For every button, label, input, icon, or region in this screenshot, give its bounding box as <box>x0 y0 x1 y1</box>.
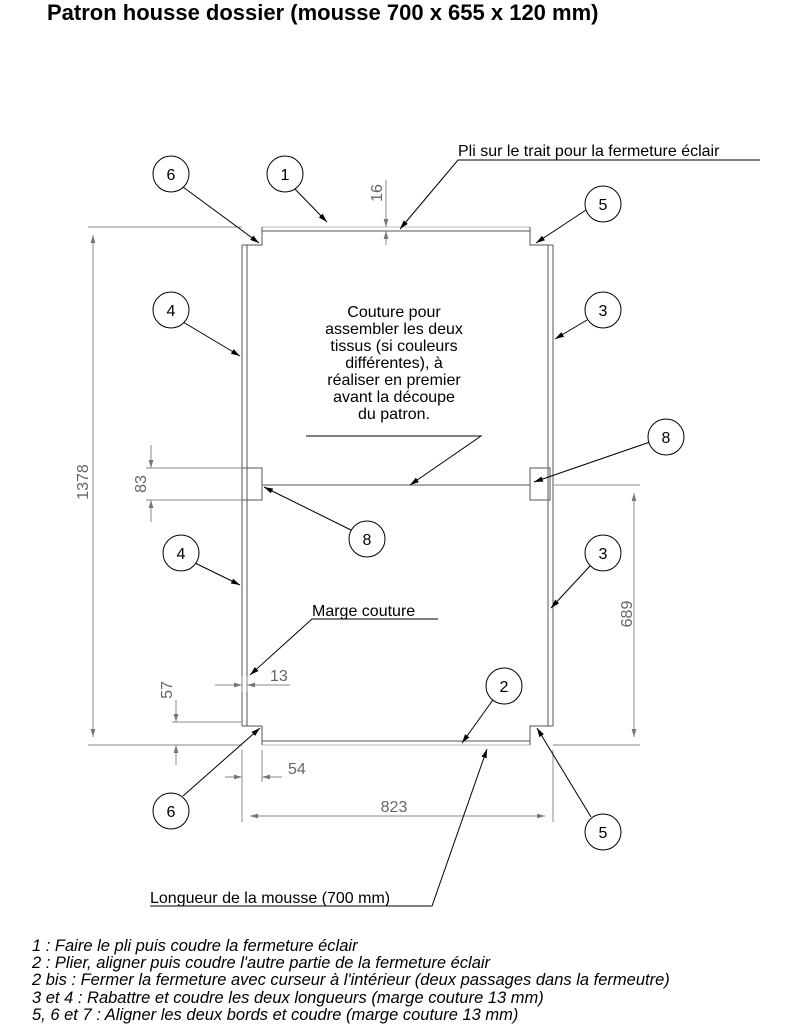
dim-seam: 13 <box>270 668 288 685</box>
pattern-outline <box>241 226 554 746</box>
callout-4b <box>162 534 200 572</box>
callout-4a-number: 4 <box>167 303 176 320</box>
callout-3b <box>584 534 622 572</box>
callout-3a <box>584 291 622 329</box>
callout-1-number: 1 <box>281 167 290 184</box>
callouts <box>152 155 685 851</box>
callout-numbers: 6 1 5 4 3 8 8 4 3 2 6 5 <box>167 167 671 842</box>
callout-3b-number: 3 <box>599 546 608 563</box>
callout-8b <box>348 520 386 558</box>
callout-2 <box>485 667 523 705</box>
center-note-line: différentes), à <box>345 355 443 372</box>
dim-height-total: 1378 <box>75 464 92 500</box>
dim-corner-h: 54 <box>288 761 306 778</box>
center-note: Couture pour assembler les deux tissus (… <box>325 304 463 423</box>
dim-width: 823 <box>381 799 408 816</box>
callout-8a-number: 8 <box>662 430 671 447</box>
center-note-line: du patron. <box>358 406 430 423</box>
leader-lines <box>150 159 760 907</box>
fold-label: Pli sur le trait pour la fermeture éclai… <box>458 143 720 160</box>
callout-1 <box>266 155 304 193</box>
instructions-list: 1 : Faire le pli puis coudre la fermetur… <box>32 937 670 1024</box>
callout-6b <box>152 792 190 830</box>
instruction-item: 5, 6 et 7 : Aligner les deux bords et co… <box>32 1005 519 1024</box>
center-note-line: assembler les deux <box>325 321 463 338</box>
callout-6a <box>152 155 190 193</box>
seam-allowance-label: Marge couture <box>312 603 415 620</box>
dim-half-height: 689 <box>619 601 636 628</box>
center-note-line: Couture pour <box>347 304 441 321</box>
callout-8a <box>647 418 685 456</box>
callout-5b <box>584 813 622 851</box>
callout-8b-number: 8 <box>363 532 372 549</box>
callout-6b-number: 6 <box>167 804 176 821</box>
callout-5a <box>584 185 622 223</box>
center-note-line: avant la découpe <box>333 389 455 406</box>
center-note-line: tissus (si couleurs <box>330 338 457 355</box>
foam-length-label: Longueur de la mousse (700 mm) <box>150 890 390 907</box>
dim-top-offset: 16 <box>369 184 386 202</box>
callout-6a-number: 6 <box>167 167 176 184</box>
instruction-item: 1 : Faire le pli puis coudre la fermetur… <box>32 937 358 955</box>
dim-notch: 83 <box>133 475 150 493</box>
callout-2-number: 2 <box>500 679 509 696</box>
callout-5b-number: 5 <box>599 825 608 842</box>
instruction-item: 3 et 4 : Rabattre et coudre les deux lon… <box>32 988 544 1007</box>
callout-4b-number: 4 <box>177 546 186 563</box>
dimension-texts: 1378 83 689 16 13 57 54 823 <box>75 184 636 816</box>
callout-4a <box>152 291 190 329</box>
instruction-item: 2 bis : Fermer la fermeture avec curseur… <box>32 971 670 990</box>
callout-3a-number: 3 <box>599 303 608 320</box>
dim-corner-v: 57 <box>159 681 176 699</box>
instruction-item: 2 : Plier, aligner puis coudre l'autre p… <box>32 954 491 973</box>
callout-5a-number: 5 <box>599 197 608 214</box>
center-note-line: réaliser en premier <box>327 372 461 389</box>
page-title: Patron housse dossier (mousse 700 x 655 … <box>47 0 599 25</box>
dimension-lines <box>88 180 640 822</box>
